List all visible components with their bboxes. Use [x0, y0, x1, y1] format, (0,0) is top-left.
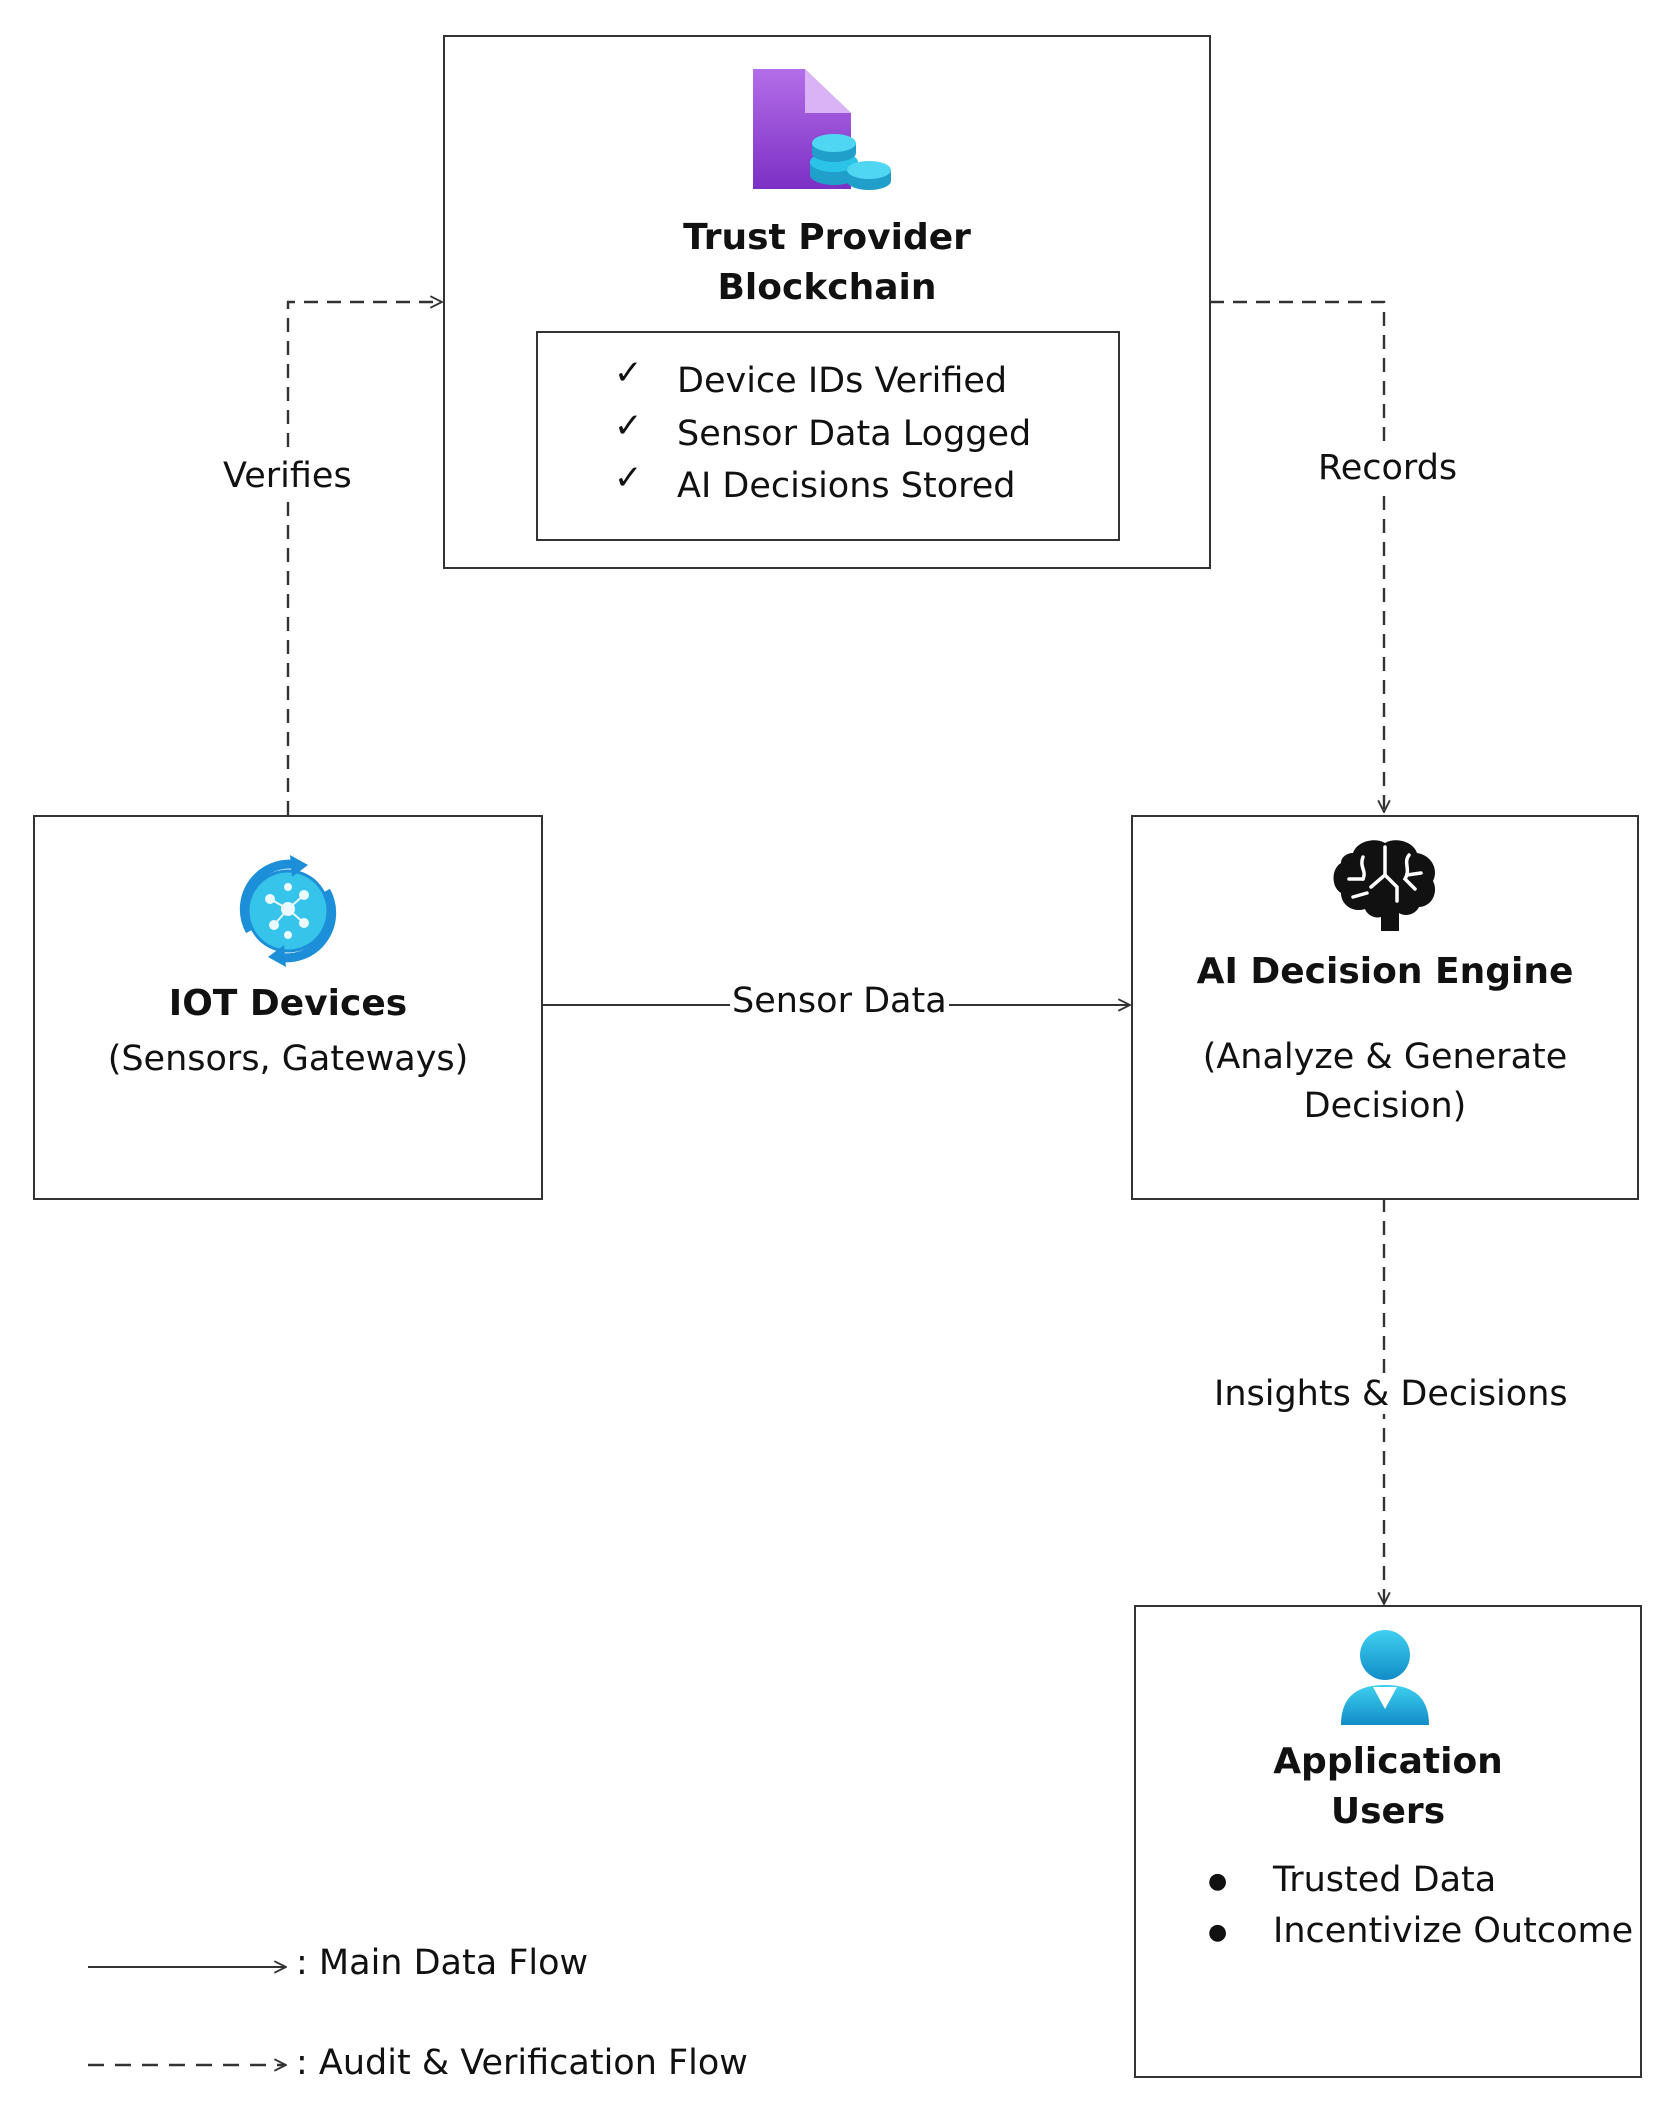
- blockchain-title-line2: Blockchain: [717, 267, 937, 308]
- check-icon: ✓: [614, 458, 643, 498]
- sensor-data-label: Sensor Data: [730, 981, 949, 1021]
- checklist-item: AI Decisions Stored: [677, 466, 1016, 506]
- blockchain-checklist: ✓ Device IDs Verified ✓ Sensor Data Logg…: [536, 331, 1120, 541]
- iot-hub-icon: [239, 855, 337, 967]
- iot-devices-node: IOT Devices (Sensors, Gateways): [33, 815, 543, 1200]
- legend-main-flow: : Main Data Flow: [296, 1943, 589, 1983]
- user-icon: [1341, 1630, 1429, 1725]
- blockchain-document-icon: [753, 69, 891, 190]
- ai-title: AI Decision Engine: [1196, 951, 1574, 992]
- ai-subtitle-line2: Decision): [1303, 1086, 1467, 1126]
- ai-subtitle-line1: (Analyze & Generate: [1202, 1037, 1568, 1077]
- users-title-line2: Users: [1330, 1791, 1446, 1832]
- verifies-label: Verifies: [221, 456, 354, 496]
- blockchain-node: Trust Provider Blockchain ✓ Device IDs V…: [443, 35, 1211, 569]
- users-bullet-item: Incentivize Outcome: [1273, 1911, 1634, 1951]
- insights-label: Insights & Decisions: [1212, 1374, 1570, 1414]
- verifies-edge: [286, 302, 442, 815]
- records-edge: [1210, 300, 1384, 812]
- bullet-icon: ●: [1208, 1869, 1228, 1894]
- ai-decision-engine-node: AI Decision Engine (Analyze & Generate D…: [1131, 815, 1639, 1200]
- checklist-item: Device IDs Verified: [677, 361, 1008, 401]
- iot-title: IOT Devices: [168, 983, 408, 1024]
- users-title-line1: Application: [1273, 1741, 1503, 1782]
- legend-audit-flow: : Audit & Verification Flow: [296, 2043, 748, 2083]
- iot-subtitle: (Sensors, Gateways): [107, 1039, 469, 1079]
- users-bullet-item: Trusted Data: [1273, 1860, 1497, 1900]
- check-icon: ✓: [614, 353, 643, 393]
- checklist-item: Sensor Data Logged: [677, 414, 1032, 454]
- records-label: Records: [1316, 448, 1460, 488]
- bullet-icon: ●: [1208, 1920, 1228, 1945]
- blockchain-title-line1: Trust Provider: [683, 217, 971, 258]
- check-icon: ✓: [614, 406, 643, 446]
- application-users-node: Application Users ● Trusted Data ● Incen…: [1134, 1605, 1642, 2078]
- brain-icon: [1333, 840, 1436, 931]
